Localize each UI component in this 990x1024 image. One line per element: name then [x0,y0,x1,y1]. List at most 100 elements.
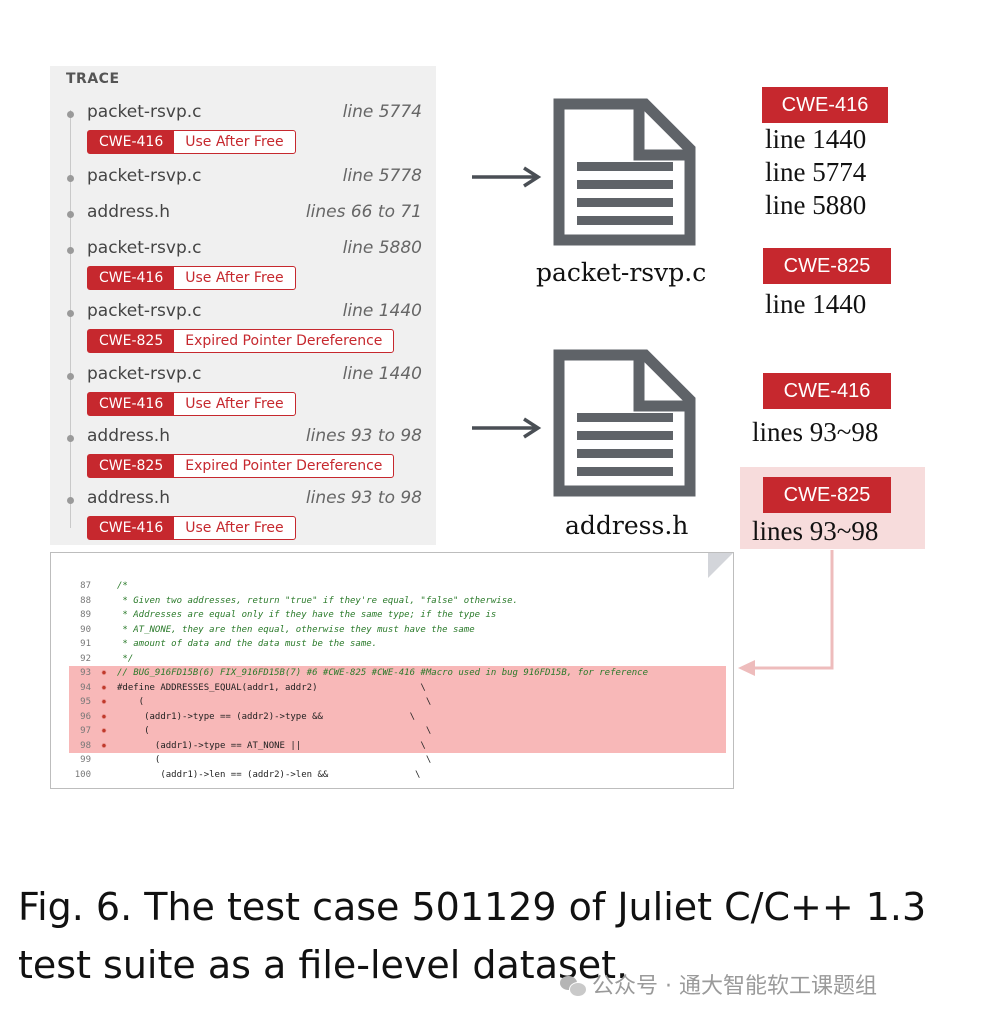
code-text: (addr1)->type == AT_NONE || \ [117,740,426,751]
trace-file: address.h [87,426,170,446]
line-number: 89 [80,610,91,620]
code-panel: 87/*88 * Given two addresses, return "tr… [50,552,734,789]
bug-icon: ✹ [101,697,107,707]
line-number: 88 [80,595,91,606]
line-number: 100 [74,769,91,780]
code-text: // BUG_916FD15B(6) FIX_916FD15B(7) #6 #C… [117,668,649,678]
code-line: 90 * AT_NONE, they are then equal, other… [69,623,726,638]
trace-location: lines 66 to 71 [305,202,422,222]
document-icon [553,98,696,246]
cwe-description: Expired Pointer Dereference [185,333,383,349]
trace-location: lines 93 to 98 [305,488,422,508]
bug-icon: ✹ [101,740,107,751]
trace-dot-icon [67,310,74,317]
code-line: 99 ( \ [69,753,726,768]
file-label-packet: packet-rsvp.c [536,258,707,287]
code-text: * amount of data and the data must be th… [117,639,378,649]
trace-timeline [70,110,71,528]
line-number: 96 [80,711,91,722]
code-line: 88 * Given two addresses, return "true" … [69,594,726,609]
code-text: (addr1)->len == (addr2)->len && \ [117,769,421,780]
cwe-badge: CWE-825 Expired Pointer Dereference [87,329,395,353]
cwe-description: Use After Free [185,134,284,150]
line-number: 93 [80,668,91,678]
cwe-id: CWE-825 [88,455,175,477]
trace-file: address.h [87,202,170,222]
arrow-to-address-icon [472,417,542,439]
summary-line: line 1440 [765,289,867,319]
summary-line: line 1440 [765,124,867,154]
code-text: (addr1)->type == (addr2)->type && \ [117,711,416,722]
trace-location: line 5774 [342,102,422,122]
trace-file: address.h [87,488,170,508]
line-number: 92 [80,653,91,664]
code-text: ( \ [117,755,432,765]
wechat-icon [560,976,587,997]
trace-file: packet-rsvp.c [87,166,202,186]
cwe-id: CWE-416 [88,131,175,153]
trace-dot-icon [67,175,74,182]
trace-location: line 5778 [342,166,422,186]
summary-line: line 5774 [765,157,867,187]
line-number: 90 [80,624,91,635]
code-line: 92 */ [69,652,726,667]
line-number: 87 [80,581,91,591]
summary-cwe-badge: CWE-825 [763,477,891,513]
trace-file: packet-rsvp.c [87,238,202,258]
bug-icon: ✹ [101,668,107,678]
caption-line-2: test suite as a file-level dataset. [18,943,629,987]
code-line: 87/* [69,579,726,594]
trace-dot-icon [67,247,74,254]
summary-cwe-badge: CWE-416 [762,87,888,123]
summary-line: line 5880 [765,190,867,220]
code-text: */ [117,653,134,664]
figure-caption: Fig. 6. The test case 501129 of Juliet C… [18,878,978,994]
line-number: 94 [80,682,91,693]
line-number: 98 [80,740,91,751]
line-number: 91 [80,639,91,649]
summary-line: lines 93~98 [752,417,879,447]
page-fold-icon [708,553,733,578]
code-text: * AT_NONE, they are then equal, otherwis… [117,624,475,635]
bug-icon: ✹ [101,726,107,736]
caption-line-1: Fig. 6. The test case 501129 of Juliet C… [18,885,927,929]
code-line: 89 * Addresses are equal only if they ha… [69,608,726,623]
cwe-description: Use After Free [185,520,284,536]
trace-file: packet-rsvp.c [87,364,202,384]
trace-dot-icon [67,497,74,504]
code-line: 97✹ ( \ [69,724,726,739]
watermark: 公众号 · 通大智能软工课题组 [560,968,877,1000]
cwe-id: CWE-825 [88,330,175,352]
arrow-to-packet-icon [472,166,542,188]
cwe-badge: CWE-416 Use After Free [87,130,296,154]
bug-icon: ✹ [101,711,107,722]
summary-line: lines 93~98 [752,516,879,546]
trace-title: TRACE [66,71,120,87]
cwe-badge: CWE-416 Use After Free [87,516,296,540]
file-label-address: address.h [565,511,689,540]
trace-file: packet-rsvp.c [87,301,202,321]
code-text: ( \ [117,697,432,707]
code-text: * Given two addresses, return "true" if … [117,595,518,606]
summary-cwe-badge: CWE-416 [763,373,891,409]
code-text: ( \ [117,726,432,736]
trace-file: packet-rsvp.c [87,102,202,122]
trace-location: line 5880 [342,238,422,258]
code-text: * Addresses are equal only if they have … [117,610,497,620]
code-line: 100 (addr1)->len == (addr2)->len && \ [69,768,726,783]
code-line: 95 ✹ ( \ [69,695,726,710]
cwe-description: Use After Free [185,396,284,412]
trace-dot-icon [67,111,74,118]
summary-cwe-badge: CWE-825 [763,248,891,284]
watermark-text: 公众号 · 通大智能软工课题组 [592,974,877,999]
cwe-id: CWE-416 [88,267,175,289]
trace-location: line 1440 [342,364,422,384]
bug-icon: ✹ [101,682,107,693]
line-number: 95 [80,697,91,707]
trace-dot-icon [67,211,74,218]
cwe-id: CWE-416 [88,517,175,539]
